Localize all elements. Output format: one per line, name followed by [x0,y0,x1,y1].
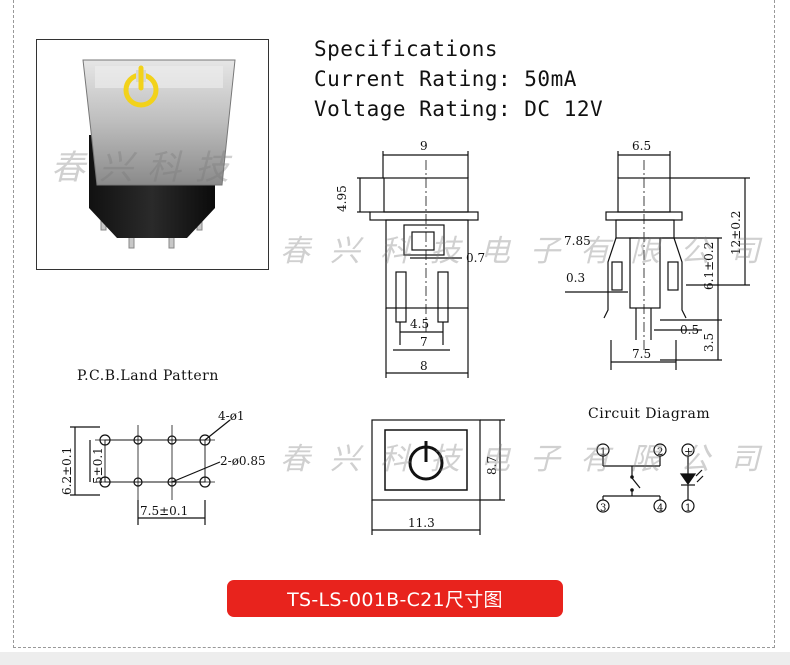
pcb-height-inner: 5±0.1 [91,447,105,484]
circuit-label: Circuit Diagram [588,406,711,422]
page-frame [13,0,775,648]
dim-top-width: 11.3 [408,516,435,530]
pcb-hole-small: 2-ø0.85 [220,454,266,468]
drawing-watermark-1: 春兴科技电子有限公司 [280,234,780,269]
side-view [565,151,750,370]
circuit-led-plus: + [684,445,693,458]
product-photo: 春兴科技 [36,39,269,270]
dim-front-width: 9 [420,139,428,153]
dim-body-width: 8 [420,359,428,373]
specifications-block: Specifications Current Rating: 50mA Volt… [314,34,603,124]
circuit-pin-4: 4 [657,503,663,514]
dim-top-height: 8.7 [485,456,499,475]
circuit-pin-3: 3 [600,503,606,514]
dim-pin-length: 3.5 [702,333,716,352]
pcb-hole-large: 4-ø1 [218,409,245,423]
dim-overall-height: 12±0.2 [729,211,743,255]
push-button-photo [82,59,236,249]
model-banner: TS-LS-001B-C21尺寸图 [227,580,563,617]
drawing-watermark-2: 春兴科技电子有限公司 [280,442,780,477]
dim-side-body: 7.5 [632,347,651,361]
bottom-strip [0,652,790,665]
circuit-pin-2: 2 [657,447,663,458]
pcb-label: P.C.B.Land Pattern [77,368,219,384]
current-rating: Current Rating: 50mA [314,67,577,91]
top-view [371,419,505,535]
dim-side-width: 6.5 [632,139,651,153]
dim-cap-height: 4.95 [335,185,349,212]
dim-d3: 0.3 [566,271,585,285]
front-view [357,151,479,378]
pcb-height-outer: 6.2±0.1 [60,447,74,495]
specs-title: Specifications [314,37,499,61]
circuit-pin-1: 1 [600,447,606,458]
dim-d1: 7.85 [564,234,591,248]
dim-d4: 0.5 [680,323,699,337]
pcb-pattern [70,419,231,525]
dim-d2: 6.1±0.2 [702,242,716,290]
dim-pin-gap: 0.7 [466,251,485,265]
dim-pin-span: 7 [420,335,428,349]
circuit-led-pin: 1 [685,503,691,514]
voltage-rating: Voltage Rating: DC 12V [314,97,604,121]
photo-watermark: 春兴科技 [51,148,243,188]
dim-pin-inner: 4.5 [410,317,429,331]
circuit-diagram [596,443,704,513]
pcb-width: 7.5±0.1 [140,504,188,518]
